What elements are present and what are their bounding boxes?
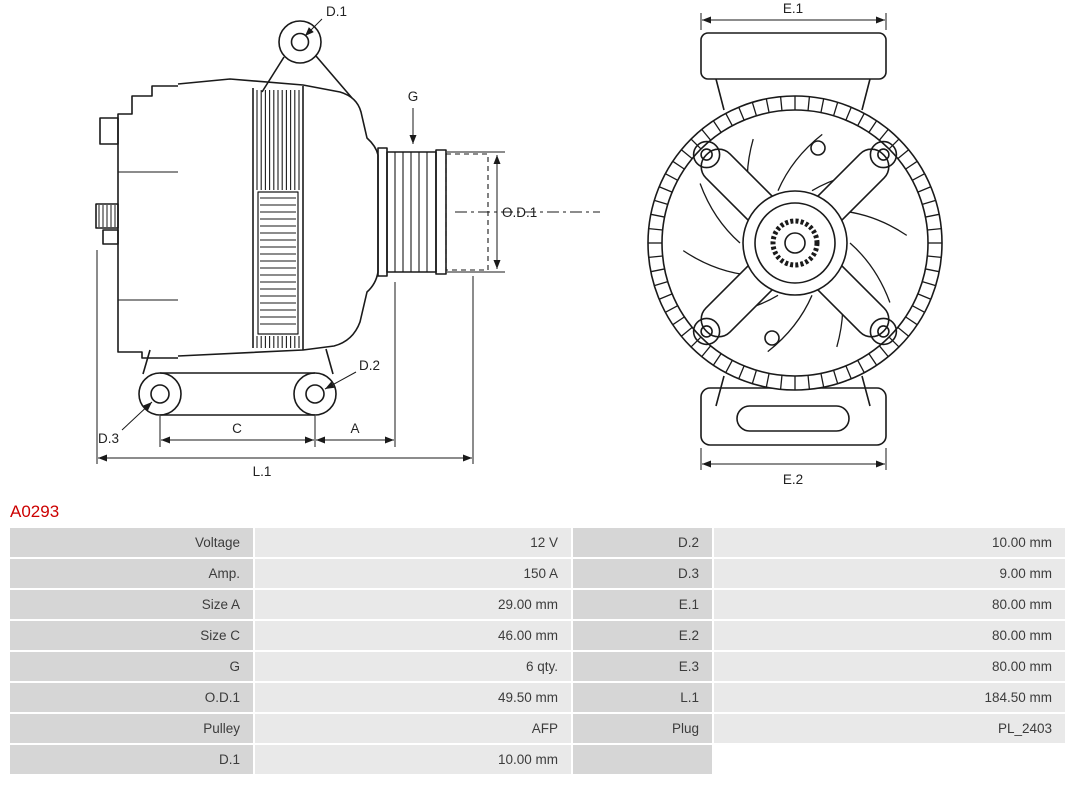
spec-label-cell: D.2 bbox=[573, 528, 712, 557]
spec-empty-cell bbox=[714, 745, 1065, 774]
spec-label-cell: Size C bbox=[10, 621, 253, 650]
spec-value-cell: 10.00 mm bbox=[714, 528, 1065, 557]
alternator-diagram: D.1 G O.D.1 D.2 D.3 C A L.1 bbox=[95, 1, 943, 487]
spec-value-cell: 150 A bbox=[255, 559, 571, 588]
spec-label-cell: E.1 bbox=[573, 590, 712, 619]
spec-value-cell: 46.00 mm bbox=[255, 621, 571, 650]
side-view-dimensions bbox=[96, 18, 505, 464]
part-number: A0293 bbox=[10, 502, 60, 521]
dim-label-g: G bbox=[408, 89, 419, 104]
spec-value-cell: 184.50 mm bbox=[714, 683, 1065, 712]
spec-label-cell: Amp. bbox=[10, 559, 253, 588]
spec-value-cell: 80.00 mm bbox=[714, 652, 1065, 681]
spec-value-cell: 29.00 mm bbox=[255, 590, 571, 619]
spec-value-cell: PL_2403 bbox=[714, 714, 1065, 743]
front-view-drawing bbox=[647, 32, 943, 446]
spec-label-cell: Voltage bbox=[10, 528, 253, 557]
spec-label-cell: D.3 bbox=[573, 559, 712, 588]
dim-label-d2: D.2 bbox=[359, 358, 380, 373]
spec-value-cell: 12 V bbox=[255, 528, 571, 557]
spec-value-cell: 10.00 mm bbox=[255, 745, 571, 774]
spec-value-cell: 9.00 mm bbox=[714, 559, 1065, 588]
dim-label-e1: E.1 bbox=[783, 1, 803, 16]
spec-label-cell: Size A bbox=[10, 590, 253, 619]
spec-label-cell: L.1 bbox=[573, 683, 712, 712]
dim-label-e2: E.2 bbox=[783, 472, 803, 487]
technical-drawing: D.1 G O.D.1 D.2 D.3 C A L.1 bbox=[95, 1, 943, 487]
spec-value-cell: 49.50 mm bbox=[255, 683, 571, 712]
spec-label-cell: E.3 bbox=[573, 652, 712, 681]
spec-label-cell: Plug bbox=[573, 714, 712, 743]
side-view-drawing bbox=[95, 20, 600, 416]
dim-label-od1: O.D.1 bbox=[502, 205, 537, 220]
spec-label-cell bbox=[573, 745, 712, 774]
spec-table: Voltage 12 V D.2 10.00 mm Amp. 150 A D.3… bbox=[10, 528, 1065, 774]
spec-value-cell: 80.00 mm bbox=[714, 621, 1065, 650]
dim-label-a: A bbox=[350, 421, 359, 436]
spec-label-cell: O.D.1 bbox=[10, 683, 253, 712]
spec-label-cell: E.2 bbox=[573, 621, 712, 650]
spec-label-cell: G bbox=[10, 652, 253, 681]
spec-value-cell: AFP bbox=[255, 714, 571, 743]
spec-label-cell: Pulley bbox=[10, 714, 253, 743]
spec-value-cell: 6 qty. bbox=[255, 652, 571, 681]
dim-label-d3: D.3 bbox=[98, 431, 119, 446]
spec-value-cell: 80.00 mm bbox=[714, 590, 1065, 619]
dim-label-l1: L.1 bbox=[253, 464, 272, 479]
dim-label-d1: D.1 bbox=[326, 4, 347, 19]
front-view-dimensions bbox=[700, 13, 887, 470]
spec-label-cell: D.1 bbox=[10, 745, 253, 774]
dim-label-c: C bbox=[232, 421, 242, 436]
